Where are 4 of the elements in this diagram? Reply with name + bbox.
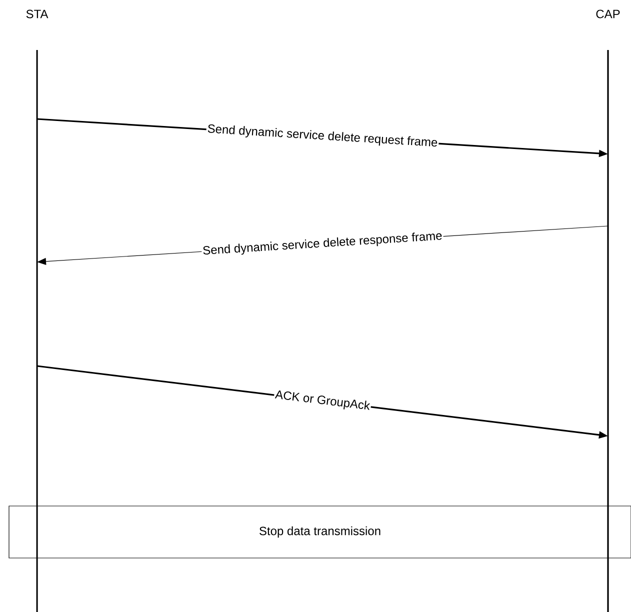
edge-label: Send dynamic service delete request frame bbox=[206, 122, 440, 150]
process-box: Stop data transmission bbox=[8, 506, 631, 558]
edge-label: ACK or GroupAck bbox=[273, 388, 372, 414]
edge-label: Send dynamic service delete response frame bbox=[201, 230, 444, 258]
